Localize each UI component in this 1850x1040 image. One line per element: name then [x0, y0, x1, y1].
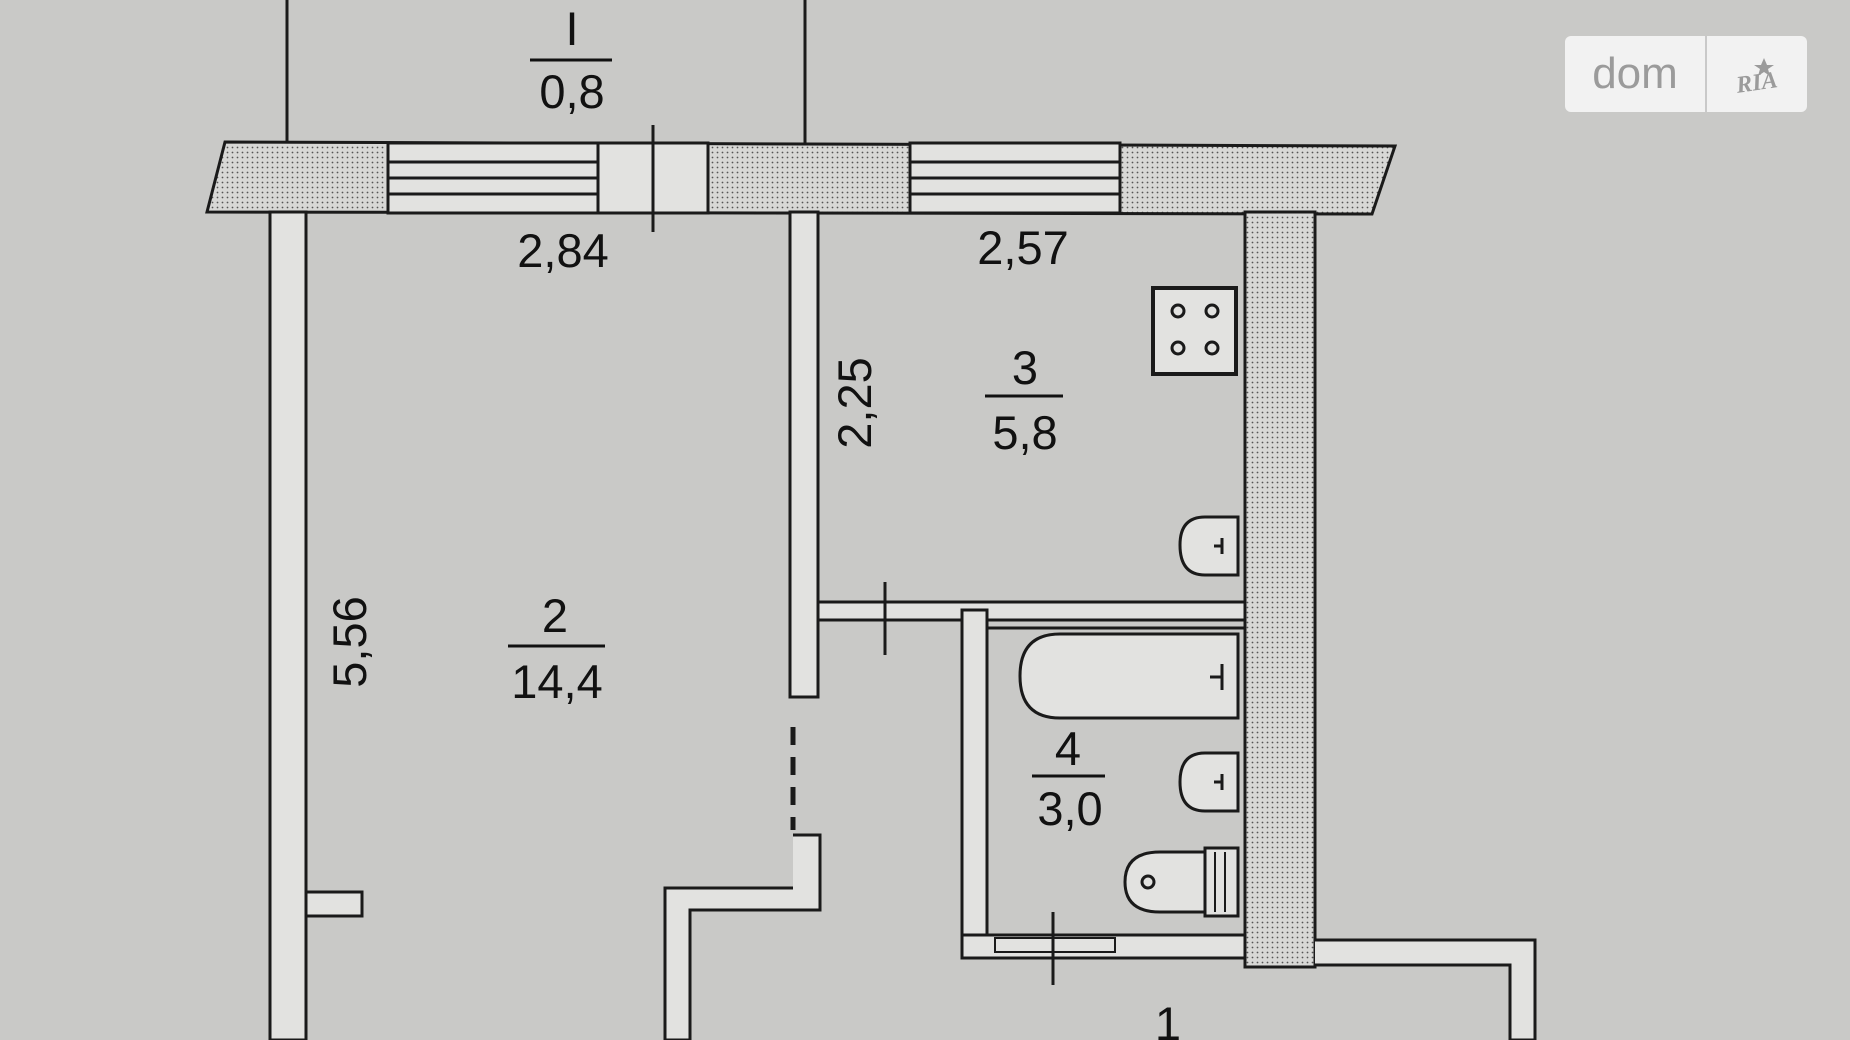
room-area: 14,4: [511, 655, 602, 708]
room-label-living: 2 14,4: [508, 589, 605, 708]
bathroom-sink-icon: [1178, 751, 1240, 813]
svg-text:RIA: RIA: [1734, 67, 1780, 94]
room-area: 5,8: [992, 406, 1057, 459]
partition-kitchen-bottom: [816, 600, 1247, 622]
bathroom-walls: [960, 608, 1247, 960]
kitchen-sink-icon: [1178, 515, 1240, 577]
corridor-wall-right: [1315, 938, 1537, 1040]
dom-ria-logo: dom RIA: [1565, 36, 1807, 112]
room-area: 3,0: [1037, 782, 1102, 835]
room-label-bathroom: 4 3,0: [1032, 722, 1105, 835]
corridor-wall: [663, 833, 822, 1040]
room-number: 4: [1055, 722, 1081, 775]
logo-dom-text: dom: [1592, 49, 1678, 98]
bathtub-icon: [1018, 632, 1240, 720]
logo-separator: [1705, 36, 1707, 112]
exterior-wall-top: [205, 125, 1398, 232]
toilet-icon: [1123, 846, 1240, 918]
dimension-room2-width: 2,84: [517, 224, 608, 277]
dimension-room3-depth: 2,25: [828, 357, 881, 448]
room-number: 1: [1155, 997, 1181, 1040]
radiator: [304, 890, 364, 918]
ria-logo-icon: RIA: [1707, 54, 1807, 94]
room-number: 2: [542, 589, 568, 642]
partition-kitchen: [788, 210, 820, 699]
room-label-balcony: I 0,8: [530, 2, 612, 118]
room-number: 3: [1012, 341, 1038, 394]
room-label-kitchen: 3 5,8: [985, 341, 1063, 459]
dimension-room3-width: 2,57: [977, 221, 1068, 274]
exterior-wall-right: [1243, 210, 1317, 969]
stove-icon: [1151, 286, 1238, 376]
room-area: 0,8: [539, 65, 604, 118]
dimension-room2-depth: 5,56: [323, 596, 376, 687]
balcony-walls: [285, 0, 807, 145]
exterior-wall-left: [268, 210, 308, 1040]
room-label-hall: 1: [1155, 997, 1181, 1040]
room-number: I: [565, 2, 578, 55]
